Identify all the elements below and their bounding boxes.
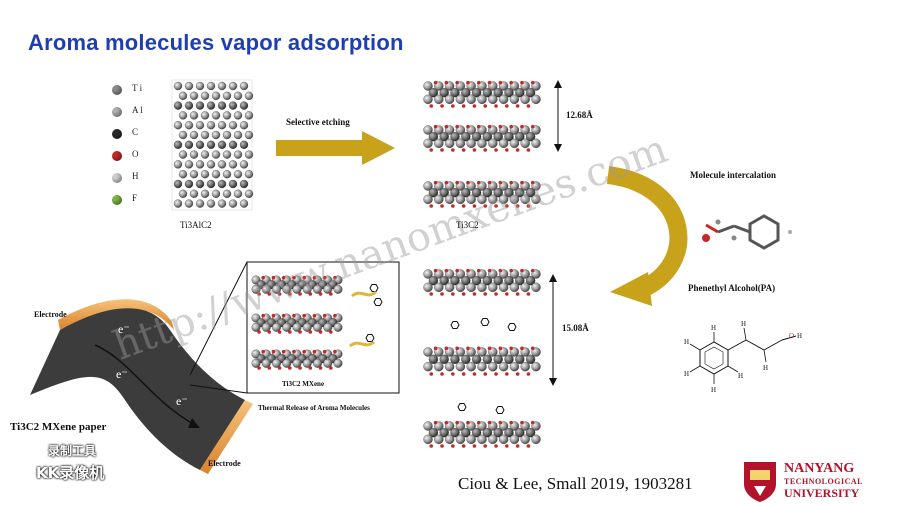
- legend-dot: [112, 195, 122, 205]
- svg-text:H: H: [741, 320, 746, 328]
- inset-mxene-label: Ti3C2 MXene: [282, 380, 325, 388]
- legend-label: A l: [132, 105, 143, 115]
- selective-etching-label: Selective etching: [286, 117, 350, 127]
- pa-molecule-3d: [702, 214, 792, 250]
- intercalation-curved-arrow: [606, 166, 688, 306]
- legend-dot: [112, 173, 122, 183]
- thermal-release-label: Thermal Release of Aroma Molecules: [258, 404, 370, 412]
- electron-label-1: e⁻: [118, 322, 130, 336]
- watermark-badge-line1: 录制工具: [48, 444, 97, 458]
- ntu-crest-icon: [744, 462, 776, 502]
- zoom-lines: [189, 261, 248, 394]
- ti3c2-intercalated-layers: [423, 268, 541, 448]
- svg-text:H: H: [684, 338, 689, 346]
- logo-line3: UNIVERSITY: [784, 486, 860, 500]
- legend-dot: [112, 129, 122, 139]
- inset-box: [246, 261, 400, 394]
- electron-label-2: e⁻: [116, 367, 128, 381]
- ti3alc2-crystal: [171, 79, 254, 211]
- spacing-bottom-label: 15.08Å: [562, 323, 589, 333]
- legend-item-o: O: [112, 146, 162, 168]
- spacing-top-label: 12.68Å: [566, 110, 593, 120]
- slide-title: Aroma molecules vapor adsorption: [28, 30, 404, 55]
- mxene-paper-label: Ti3C2 MXene paper: [10, 421, 107, 433]
- svg-text:H: H: [763, 364, 768, 372]
- logo-line1: NANYANG: [784, 461, 855, 476]
- electron-label-3: e⁻: [176, 394, 188, 408]
- legend-item-al: A l: [112, 102, 162, 124]
- svg-text:H: H: [684, 370, 689, 378]
- ti3alc2-label: Ti3AlC2: [180, 220, 212, 230]
- svg-text:H: H: [711, 386, 716, 394]
- legend-item-ti: T i: [112, 80, 162, 102]
- legend-label: F: [132, 193, 138, 203]
- watermark-badge-line2: KK录像机: [36, 464, 105, 482]
- mxene-paper: [30, 299, 253, 474]
- legend-item-c: C: [112, 124, 162, 146]
- pa-label: Phenethyl Alcohol(PA): [688, 283, 776, 293]
- legend-label: H: [132, 171, 139, 181]
- svg-text:H: H: [797, 332, 802, 340]
- legend-item-h: H: [112, 168, 162, 190]
- atom-legend: T i A l C O H F: [112, 80, 162, 212]
- selective-etching-arrow: [276, 131, 395, 165]
- ti3c2-layers: [423, 80, 541, 208]
- legend-label: O: [132, 149, 139, 159]
- legend-dot: [112, 151, 122, 161]
- spacing-bracket-bottom: [549, 274, 557, 386]
- recorder-watermark: 录制工具 KK录像机: [34, 442, 126, 484]
- svg-text:H: H: [711, 324, 716, 332]
- svg-text:H: H: [738, 372, 743, 380]
- molecule-intercalation-label: Molecule intercalation: [690, 170, 777, 180]
- legend-dot: [112, 107, 122, 117]
- ti3c2-label: Ti3C2: [456, 220, 479, 230]
- svg-text:O: O: [789, 332, 794, 340]
- legend-item-f: F: [112, 190, 162, 212]
- citation: Ciou & Lee, Small 2019, 1903281: [458, 474, 693, 493]
- legend-label: T i: [132, 83, 143, 93]
- legend-label: C: [132, 127, 139, 137]
- pa-structural-formula: HHH HHH HHO: [684, 320, 802, 394]
- legend-dot: [112, 85, 122, 95]
- electrode-top-label: Electrode: [34, 310, 67, 319]
- logo-line2: TECHNOLOGICAL: [784, 477, 863, 486]
- spacing-bracket-top: [554, 80, 562, 152]
- electrode-bottom-label: Electrode: [208, 459, 241, 468]
